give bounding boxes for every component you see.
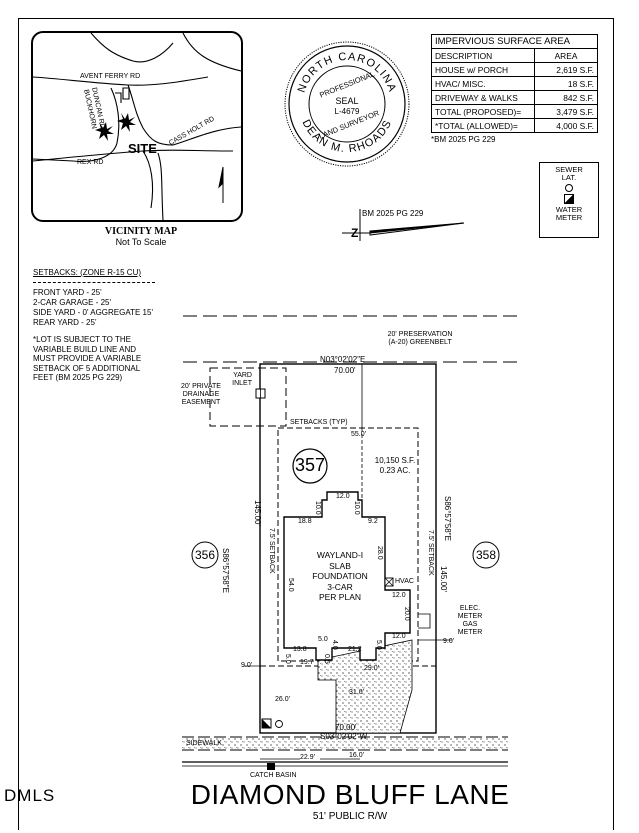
catch-basin-label: CATCH BASIN [250, 772, 297, 779]
preservation-label: 20' PRESERVATION (A-20) GREENBELT [387, 331, 453, 346]
vicinity-map-drawing [33, 33, 241, 220]
setbacks-side: SIDE YARD - 0' AGGREGATE 15' [33, 308, 153, 317]
neighbor-lot-358: 358 [475, 548, 497, 562]
setbacks-note: *LOT IS SUBJECT TO THE VARIABLE BUILD LI… [33, 335, 142, 383]
seal-number: L-4679 [334, 107, 360, 116]
dim-138: 13.8 [293, 646, 307, 653]
street-row: 51' PUBLIC R/W [312, 811, 388, 822]
road-label-avent-ferry: AVENT FERRY RD [80, 73, 141, 80]
table-cell: 4,000 S.F. [534, 118, 598, 133]
dim-540: 54.0 [287, 578, 294, 592]
legend-meter: METER [555, 213, 583, 223]
dim-290: 29.0' [364, 665, 379, 672]
dim-120a: 12.0 [392, 592, 406, 599]
road-label-rex: REX RD [77, 159, 104, 166]
impervious-area-table: IMPERVIOUS SURFACE AREA DESCRIPTION AREA… [431, 34, 598, 144]
vicinity-title: VICINITY MAP [104, 226, 178, 237]
sidewalk-label: SIDEWALK [186, 740, 222, 747]
lot-area-ac: 0.23 AC. [379, 466, 411, 475]
table-cell: *TOTAL (ALLOWED)= [431, 118, 535, 133]
setbacks-front: FRONT YARD - 25' [33, 288, 102, 297]
setback-right-label: 7.5' SETBACK [427, 530, 434, 576]
bearing-bottom: S03°02'02"W [320, 732, 368, 741]
dim-10: 10.0 [314, 501, 321, 515]
legend-sewer: SEWER [555, 165, 583, 174]
hvac-label: HVAC [395, 578, 414, 585]
north-arrow-icon [342, 209, 465, 241]
dim-90b: 9.0' [443, 638, 455, 645]
setbacks-rear: REAR YARD - 25' [33, 318, 97, 327]
north-arrow-icon [218, 166, 224, 203]
dim-229: 22.9' [300, 754, 315, 761]
drainage-easement-label: 20' PRIVATE DRAINAGE EASEMENT [181, 383, 221, 406]
lot-area-sf: 10,150 S.F. [374, 456, 416, 465]
dim-310: 31.0' [349, 689, 364, 696]
site-label: SITE [128, 141, 157, 156]
setbacks-divider [33, 282, 155, 283]
dim-40: 4.0 [331, 640, 338, 650]
dim-12: 12.0 [336, 493, 350, 500]
vicinity-caption: VICINITY MAP Not To Scale [86, 226, 196, 248]
seal-rings: NORTH CAROLINA DEAN M. RHOADS [284, 41, 410, 167]
table-cell: 842 S.F. [534, 90, 598, 105]
dim-212: 21.2 [348, 646, 362, 653]
setbacks-heading: SETBACKS: (ZONE R-15 CU) [33, 268, 142, 277]
water-meter-icon [564, 193, 574, 204]
dim-50: 5.0 [318, 636, 328, 643]
legend-water: WATER [555, 204, 583, 214]
dim-120b: 12.0 [392, 633, 406, 640]
north-letter: Z [351, 226, 359, 240]
meter-label: ELEC. METER GAS METER [457, 605, 483, 636]
neighbor-lot-356: 356 [194, 548, 216, 562]
distance-top: 70.00' [334, 366, 356, 375]
vicinity-scale: Not To Scale [115, 237, 167, 247]
vicinity-map: AVENT FERRY RD BUCKHORN DUNCAN RD CASS H… [31, 31, 243, 222]
legend-lat: LAT. [561, 173, 577, 183]
setback-left-label: 7.5' SETBACK [268, 528, 275, 574]
dim-92: 9.2 [368, 518, 378, 525]
dmls-logo: DMLS [4, 786, 56, 805]
seal-word: SEAL [335, 96, 359, 106]
dim-50b: 5.0 [375, 640, 382, 650]
surveyor-seal: NORTH CAROLINA DEAN M. RHOADS PROFESSION… [283, 40, 411, 168]
dim-05: 0.5 [323, 654, 330, 664]
yard-inlet-label: YARD INLET [232, 372, 252, 387]
dim-188: 18.8 [298, 518, 312, 525]
lot-number: 357 [294, 455, 326, 475]
dim-280: 28.0 [376, 546, 383, 560]
site-star-icon [95, 113, 136, 141]
street-name: DIAMOND BLUFF LANE [190, 779, 510, 810]
dim-50c: 5.0 [284, 654, 291, 664]
dim-160: 16.0' [349, 752, 364, 759]
dim-90a: 9.0' [241, 662, 253, 669]
distance-left: 145.00' [253, 500, 262, 526]
table-row: HVAC/ MISC.18 S.F. [431, 76, 598, 91]
sewer-lateral-icon [565, 183, 573, 192]
setbacks-garage: 2-CAR GARAGE - 25' [33, 298, 111, 307]
dim-55: 55.0' [351, 431, 366, 438]
north-reference: BM 2025 PG 229 [362, 209, 424, 218]
impervious-table: IMPERVIOUS SURFACE AREA DESCRIPTION AREA… [431, 34, 598, 133]
sheet-border [18, 18, 614, 830]
impervious-footnote: *BM 2025 PG 229 [431, 135, 496, 144]
dim-260: 26.0' [275, 696, 290, 703]
distance-right: 145.00' [439, 566, 448, 592]
dim-197: 19.7 [300, 659, 314, 666]
setbacks-typ-label: SETBACKS (TYP) [290, 419, 348, 426]
house-label: WAYLAND-I SLAB FOUNDATION 3-CAR PER PLAN [312, 550, 368, 602]
dim-10b: 10.0 [353, 501, 360, 515]
bearing-right: S86°57'58"E [443, 496, 452, 541]
table-row: *TOTAL (ALLOWED)=4,000 S.F. [431, 118, 598, 133]
distance-bottom: 70.00' [335, 723, 357, 732]
bearing-top: N03°02'02"E [320, 355, 366, 364]
utility-legend: SEWER LAT. WATER METER [539, 162, 599, 238]
bearing-left: S86°57'58"E [221, 548, 230, 593]
dim-200: 20.0 [403, 607, 410, 621]
